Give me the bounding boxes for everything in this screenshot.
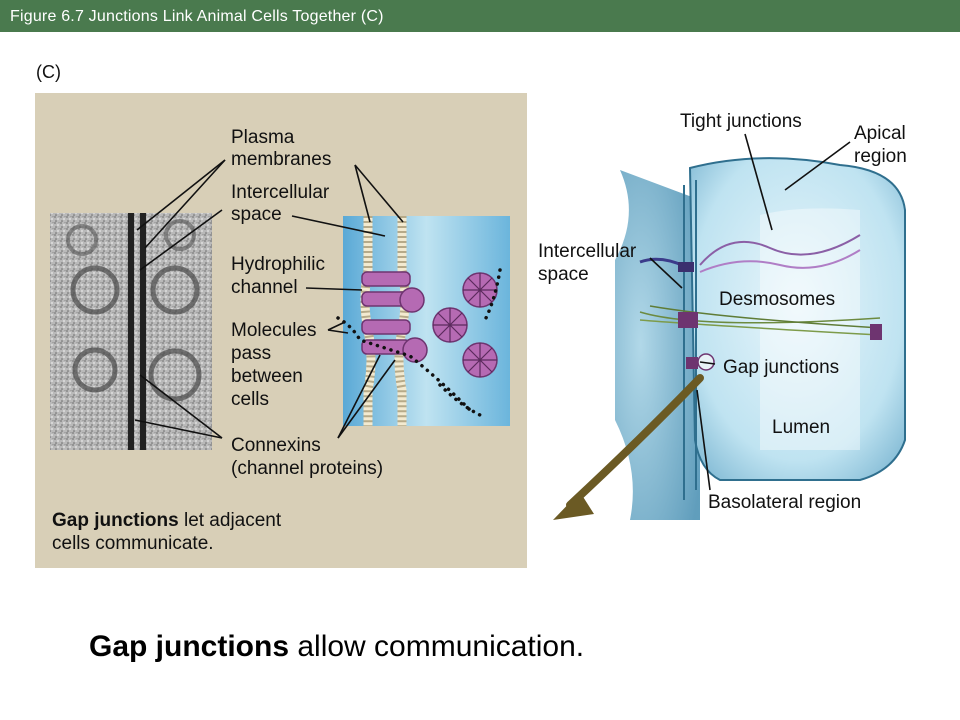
label-connexins-line1: Connexins <box>231 435 321 456</box>
figure-title: Figure 6.7 Junctions Link Animal Cells T… <box>10 8 384 25</box>
label-intercellular-line2: space <box>538 264 589 285</box>
epithelial-cells-illustration <box>553 133 906 520</box>
slide-caption-rest: allow communication. <box>289 630 585 663</box>
label-hydrophilic-channel-line2: channel <box>231 277 298 298</box>
label-plasma-membranes-line1: Plasma <box>231 127 295 148</box>
label-molecules-line4: cells <box>231 389 270 410</box>
panel-caption-rest-2: cells communicate. <box>52 533 214 554</box>
label-molecules-line3: between <box>231 366 303 387</box>
electron-micrograph <box>50 213 212 450</box>
label-gap-junctions: Gap junctions <box>723 357 840 378</box>
panel-caption-bold: Gap junctions <box>52 510 179 531</box>
label-hydrophilic-channel-line1: Hydrophilic <box>231 254 325 275</box>
slide-caption-bold: Gap junctions <box>89 630 290 663</box>
panel-caption-rest-1: let adjacent <box>178 510 282 531</box>
label-plasma-membranes-line2: membranes <box>231 149 332 170</box>
slide-caption: Gap junctions allow communication. <box>89 630 584 664</box>
panel-label: (C) <box>36 62 61 82</box>
label-desmosomes: Desmosomes <box>719 289 836 310</box>
label-tight-junctions: Tight junctions <box>680 111 802 132</box>
label-apical-line1: Apical <box>854 123 906 144</box>
label-lumen: Lumen <box>772 417 831 438</box>
label-intercellular-space-line1: Intercellular <box>231 182 330 203</box>
label-molecules-line2: pass <box>231 343 272 364</box>
label-molecules-line1: Molecules <box>231 320 317 341</box>
label-connexins-line2: (channel proteins) <box>231 458 384 479</box>
label-intercellular-space-line2: space <box>231 204 282 225</box>
label-basolateral-region: Basolateral region <box>708 492 862 513</box>
panel-caption: Gap junctions let adjacent cells communi… <box>52 509 281 555</box>
title-bar: Figure 6.7 Junctions Link Animal Cells T… <box>0 0 960 32</box>
gap-junction-schematic <box>336 216 510 426</box>
label-apical-line2: region <box>854 146 907 167</box>
label-intercellular-line1: Intercellular <box>538 241 637 262</box>
panel-leader-lines <box>134 159 404 439</box>
